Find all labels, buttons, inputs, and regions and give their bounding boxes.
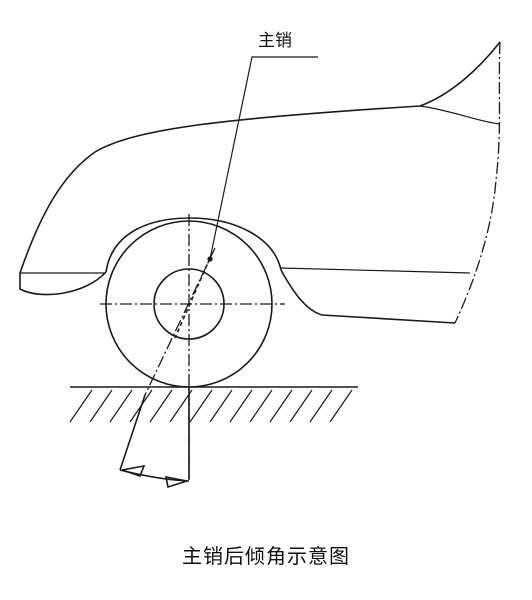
car-body-outline [19,41,501,274]
hatch-line [189,389,213,423]
arc-arrow-right [164,475,188,489]
hatch-line [89,389,113,423]
hatch-line [249,389,273,423]
windshield-base [419,105,501,125]
arc-arrow-left [121,464,146,477]
hatch-line [329,389,353,423]
hatch-line [69,389,93,423]
kingpin-label: 主销 [258,31,292,51]
rear-sill-line [280,267,471,274]
hatch-line [289,389,313,423]
hatch-line [109,389,133,423]
hatch-line [269,389,293,423]
hatch-line [209,389,233,423]
wheel-arch [105,217,282,273]
kingpin-axis-highlight [174,257,211,339]
ground-hatching [69,389,353,423]
hatch-line [309,389,333,423]
angle-ref-tilted [119,394,146,471]
cut-edge [454,41,501,324]
diagram-caption: 主销后倾角示意图 [182,544,350,568]
hatch-line [149,389,173,423]
kingpin-leader [209,56,318,260]
lower-body-line [280,269,456,324]
hatch-line [229,389,253,423]
front-bumper [19,271,107,296]
